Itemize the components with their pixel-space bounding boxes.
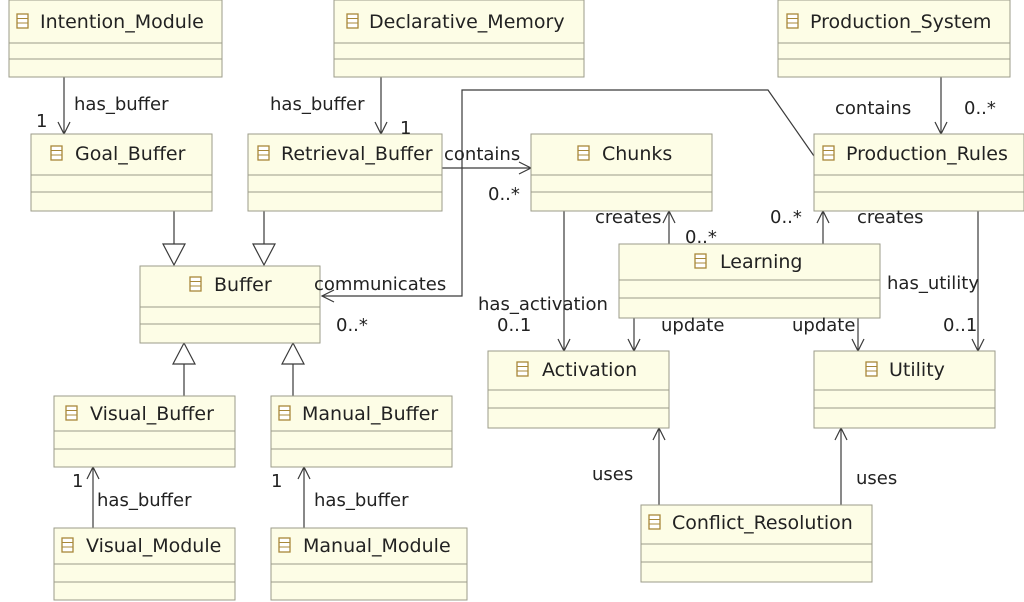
class-name: Manual_Module: [303, 535, 451, 557]
class-name: Chunks: [602, 143, 672, 165]
edge-label: update: [661, 315, 724, 336]
multiplicity: 0..1: [943, 315, 977, 336]
class-declarative-memory[interactable]: Declarative_Memory: [333, 0, 585, 78]
generalization-triangle: [252, 243, 276, 267]
class-icon: [694, 253, 707, 269]
class-goal-buffer[interactable]: Goal_Buffer: [30, 133, 213, 212]
edge-label: has_activation: [478, 294, 608, 315]
class-icon: [189, 276, 202, 292]
class-intention-module[interactable]: Intention_Module: [8, 0, 223, 78]
multiplicity: 0..*: [770, 207, 802, 228]
class-icon: [346, 13, 359, 29]
class-icon: [257, 145, 270, 161]
class-production-rules[interactable]: Production_Rules: [813, 133, 1024, 212]
multiplicity: 1: [400, 118, 411, 139]
class-name: Visual_Buffer: [90, 403, 214, 425]
class-icon: [516, 361, 529, 377]
class-conflict-resolution[interactable]: Conflict_Resolution: [640, 504, 873, 583]
edge-label: has_buffer: [270, 94, 365, 115]
class-name: Utility: [889, 359, 945, 381]
multiplicity: 1: [72, 471, 83, 492]
class-learning[interactable]: Learning: [618, 243, 881, 319]
generalization-triangle: [281, 341, 305, 365]
class-icon: [61, 537, 74, 553]
edge-label: creates: [595, 207, 662, 228]
class-name: Goal_Buffer: [75, 143, 186, 165]
class-icon: [577, 145, 590, 161]
generalization-triangle: [172, 341, 196, 365]
edge-label: has_buffer: [97, 490, 192, 511]
edge-labels: has_buffer 1 has_buffer 1 contains 0..* …: [36, 94, 996, 511]
class-manual-buffer[interactable]: Manual_Buffer: [270, 395, 453, 468]
class-name: Conflict_Resolution: [672, 512, 853, 534]
class-icon: [786, 13, 799, 29]
multiplicity: 0..1: [497, 315, 531, 336]
edge-label: contains: [835, 98, 911, 119]
class-buffer[interactable]: Buffer: [139, 265, 321, 344]
edge-label: creates: [857, 207, 924, 228]
edge-label: uses: [592, 464, 633, 485]
multiplicity: 1: [271, 471, 282, 492]
class-icon: [278, 405, 291, 421]
multiplicity: 0..*: [964, 98, 996, 119]
edge-label: uses: [856, 468, 897, 489]
class-name: Production_Rules: [846, 143, 1008, 165]
edge-label: update: [792, 315, 855, 336]
edge-label: has_buffer: [74, 94, 169, 115]
class-chunks[interactable]: Chunks: [530, 133, 713, 212]
arrow-head: [320, 289, 335, 303]
edges: [57, 77, 985, 528]
multiplicity: 0..*: [488, 184, 520, 205]
class-icon: [16, 13, 29, 29]
edge-label: contains: [444, 144, 520, 165]
class-visual-buffer[interactable]: Visual_Buffer: [53, 395, 236, 468]
class-visual-module[interactable]: Visual_Module: [53, 527, 236, 601]
class-name: Activation: [542, 359, 637, 381]
edge-label: has_buffer: [314, 490, 409, 511]
class-icon: [278, 537, 291, 553]
edge-communicates[interactable]: [322, 89, 815, 297]
multiplicity: 1: [36, 111, 47, 132]
class-name: Learning: [720, 251, 803, 273]
class-activation[interactable]: Activation: [487, 350, 670, 429]
class-icon: [822, 145, 835, 161]
class-icon: [65, 405, 78, 421]
class-retrieval-buffer[interactable]: Retrieval_Buffer: [247, 133, 443, 212]
class-icon: [50, 145, 63, 161]
class-icon: [648, 514, 661, 530]
class-name: Retrieval_Buffer: [281, 143, 433, 165]
class-manual-module[interactable]: Manual_Module: [270, 527, 468, 601]
generalization-triangle: [162, 243, 186, 267]
multiplicity: 0..*: [336, 315, 368, 336]
class-name: Production_System: [810, 11, 991, 33]
class-name: Intention_Module: [40, 11, 204, 33]
class-utility[interactable]: Utility: [813, 350, 996, 429]
class-name: Visual_Module: [86, 535, 221, 557]
class-name: Declarative_Memory: [369, 11, 565, 33]
multiplicity: 0..*: [685, 227, 717, 248]
class-name: Buffer: [214, 274, 272, 296]
edge-label: communicates: [314, 274, 446, 295]
class-name: Manual_Buffer: [302, 403, 438, 425]
class-production-system[interactable]: Production_System: [777, 0, 1011, 78]
edge-label: has_utility: [887, 273, 979, 294]
class-icon: [865, 361, 878, 377]
